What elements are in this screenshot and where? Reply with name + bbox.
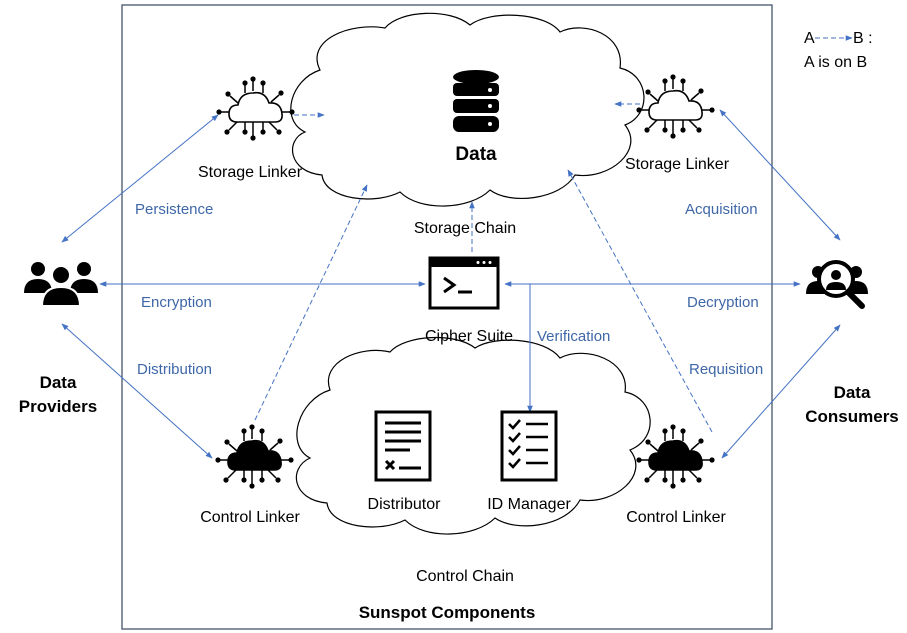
- control-chain-cloud: [295, 337, 651, 535]
- storage-chain-label: Storage Chain: [413, 220, 517, 237]
- acquisition-arrow: [719, 109, 841, 241]
- encryption-label: Encryption: [141, 294, 212, 311]
- providers-line1: Data: [39, 373, 77, 392]
- storage-linker-left-icon: [215, 75, 296, 142]
- legend-text: A is on B: [804, 54, 868, 71]
- control-linker-left-on-arrow: [254, 184, 368, 421]
- cipher-suite-label: Cipher Suite: [424, 328, 514, 345]
- distribution-label: Distribution: [137, 361, 213, 378]
- document-icon: [374, 410, 432, 482]
- requisition-label: Requisition: [689, 361, 764, 378]
- storage-linker-left-label: Storage Linker: [197, 164, 303, 181]
- decryption-label: Decryption: [687, 294, 759, 311]
- control-linker-left-icon: [214, 423, 295, 490]
- sunspot-frame: [121, 4, 773, 630]
- consumers-line2: Consumers: [805, 407, 899, 426]
- verification-label: Verification: [537, 328, 611, 345]
- database-icon: [453, 70, 499, 132]
- control-linker-right-on-arrow: [567, 169, 713, 433]
- user-search-icon: [806, 260, 868, 309]
- control-chain-label: Control Chain: [416, 568, 514, 585]
- storage-linker-right-label: Storage Linker: [624, 156, 730, 173]
- terminal-icon: [428, 256, 500, 310]
- data-title: Data: [455, 144, 497, 165]
- checklist-icon: [500, 410, 558, 482]
- control-linker-left-label: Control Linker: [200, 509, 300, 526]
- users-group-icon: [24, 262, 98, 307]
- persistence-label: Persistence: [135, 201, 214, 218]
- control-linker-right-label: Control Linker: [626, 509, 726, 526]
- requisition-arrow: [721, 324, 841, 459]
- distributor-label: Distributor: [367, 496, 441, 513]
- providers-line2: Providers: [18, 397, 98, 416]
- legend-label-a: A: [804, 30, 815, 47]
- persistence-arrow: [61, 114, 219, 243]
- consumers-line1: Data: [833, 383, 871, 402]
- verification-arrow: [512, 283, 533, 413]
- id-manager-label: ID Manager: [487, 496, 571, 513]
- frame-title: Sunspot Components: [358, 603, 536, 622]
- legend-label-b: B :: [853, 30, 873, 47]
- distribution-arrow: [61, 323, 213, 459]
- acquisition-label: Acquisition: [685, 201, 758, 218]
- storage-linker-right-icon: [635, 73, 716, 140]
